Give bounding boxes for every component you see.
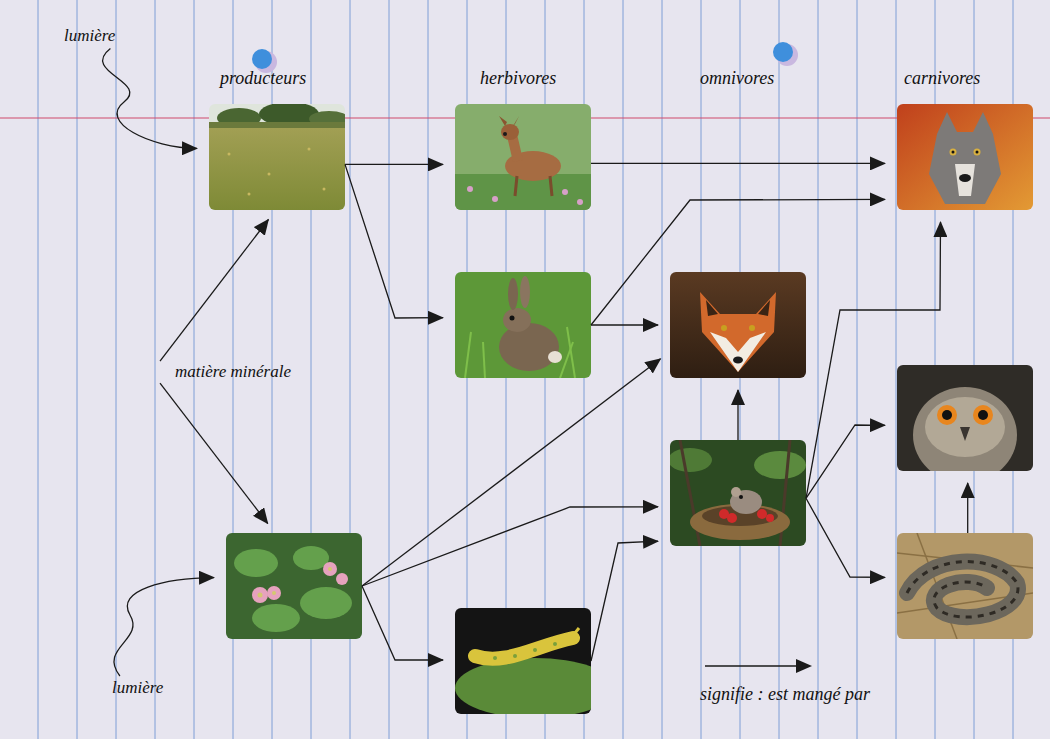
text-node: lumière xyxy=(108,676,167,700)
legend-text: signifie : est mangé par xyxy=(700,684,870,706)
photo-box xyxy=(455,608,591,714)
legend-sample xyxy=(705,659,812,673)
eaten-by-arrow xyxy=(103,48,197,148)
photo-box xyxy=(670,440,806,546)
node-text: matière minérale xyxy=(175,362,291,382)
photo-box xyxy=(897,533,1033,639)
eaten-by-arrow xyxy=(591,199,885,325)
photo-box xyxy=(670,272,806,378)
photo-box xyxy=(455,272,591,378)
eaten-by-arrow xyxy=(591,541,658,661)
eaten-by-arrow xyxy=(362,507,658,586)
eaten-by-arrow xyxy=(362,586,443,660)
node-text: lumière xyxy=(112,678,163,698)
eaten-by-arrow xyxy=(160,383,268,523)
eaten-by-arrow xyxy=(737,390,738,440)
eaten-by-arrow xyxy=(345,164,443,318)
photo-box xyxy=(897,365,1033,471)
photo-box xyxy=(455,104,591,210)
eaten-by-arrow xyxy=(967,483,968,533)
eaten-by-arrow xyxy=(806,425,885,498)
eaten-by-arrow xyxy=(806,222,941,498)
text-node: matière minérale xyxy=(160,360,297,384)
column-heading: omnivores xyxy=(700,68,774,90)
column-heading: carnivores xyxy=(904,68,980,90)
eaten-by-arrow xyxy=(160,220,268,362)
photo-box xyxy=(226,533,362,639)
column-heading: producteurs xyxy=(220,68,306,90)
eaten-by-arrow xyxy=(591,163,885,164)
eaten-by-arrow xyxy=(806,498,885,577)
photo-box xyxy=(897,104,1033,210)
photo-box xyxy=(209,104,345,210)
column-heading: herbivores xyxy=(480,68,556,90)
eaten-by-arrow xyxy=(591,324,658,325)
node-text: lumière xyxy=(64,26,115,46)
text-node: lumière xyxy=(60,24,119,48)
eaten-by-arrow xyxy=(345,164,443,165)
eaten-by-arrow xyxy=(114,578,214,676)
